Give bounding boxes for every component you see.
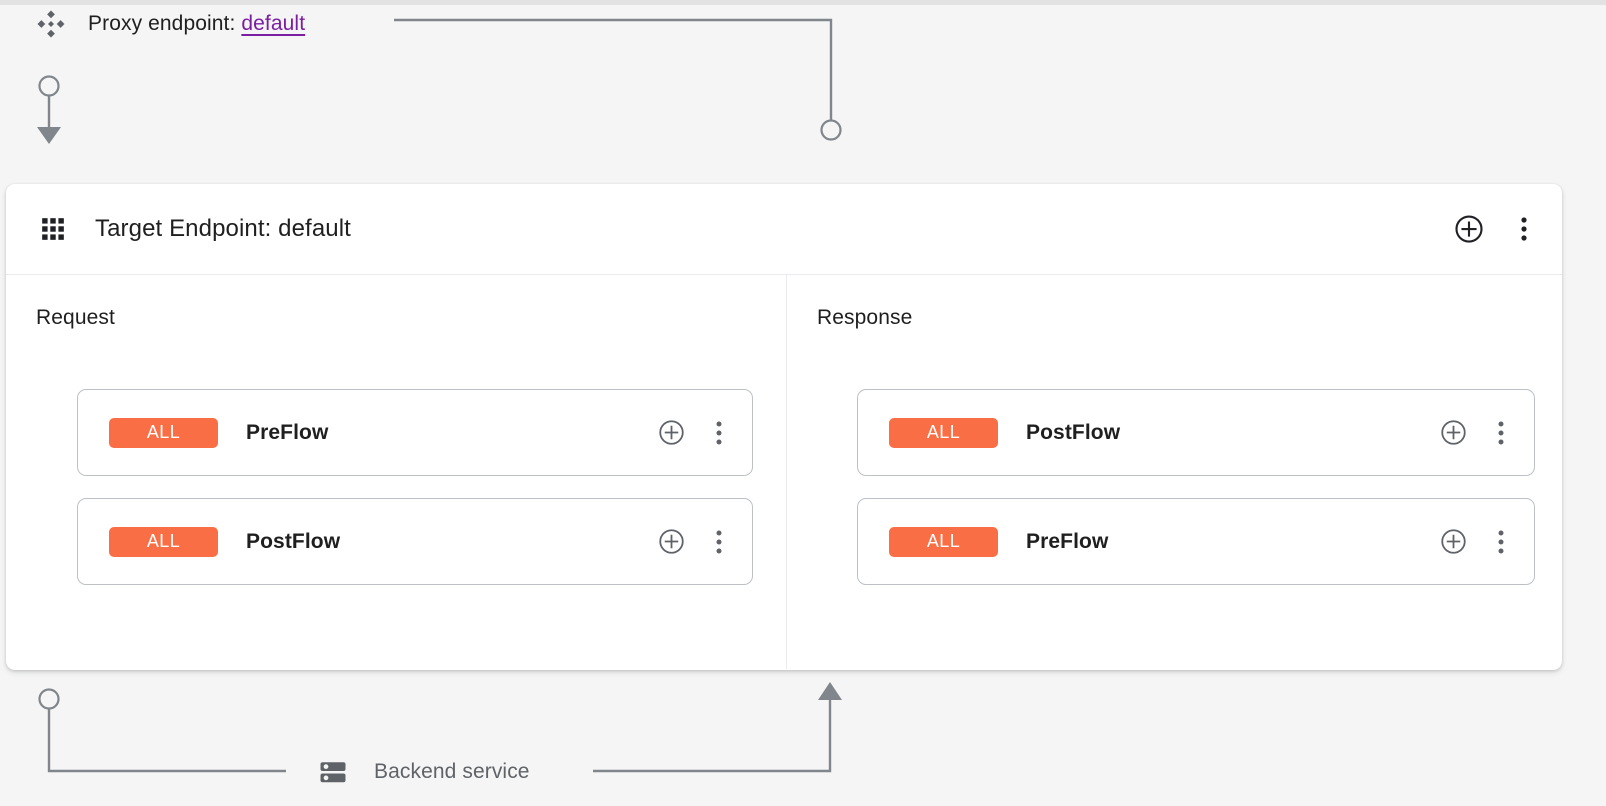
connector-arrow-up-backend [818, 682, 842, 700]
hub-diamond-icon [36, 9, 66, 39]
response-column-title: Response [817, 306, 913, 329]
more-vert-icon[interactable] [1490, 528, 1512, 556]
apps-grid-icon [40, 216, 66, 242]
flow-card-actions [658, 419, 730, 447]
more-vert-icon[interactable] [708, 528, 730, 556]
flow-name: PostFlow [246, 529, 341, 553]
connector-node-proxy-out [38, 75, 60, 97]
more-vert-icon[interactable] [1490, 419, 1512, 447]
status-badge: ALL [889, 526, 998, 557]
add-circle-icon[interactable] [658, 419, 685, 446]
request-column-title: Request [36, 306, 115, 329]
flow-name: PreFlow [1026, 529, 1109, 553]
flow-name: PreFlow [246, 420, 329, 444]
status-badge: ALL [889, 417, 998, 448]
flow-card-actions [1440, 419, 1512, 447]
proxy-endpoint-row: Proxy endpoint: default [36, 6, 305, 42]
backend-service-row[interactable]: Backend service [318, 752, 530, 792]
target-endpoint-panel: Target Endpoint: default [6, 184, 1562, 670]
connector-node-target-out [38, 688, 60, 710]
target-endpoint-header: Target Endpoint: default [6, 184, 1562, 275]
flow-card-request-postflow[interactable]: ALL PostFlow [77, 498, 753, 585]
add-circle-icon[interactable] [1454, 214, 1484, 244]
flow-card-response-postflow[interactable]: ALL PostFlow [857, 389, 1535, 476]
add-circle-icon[interactable] [658, 528, 685, 555]
server-rack-icon [318, 757, 348, 787]
proxy-endpoint-link[interactable]: default [241, 12, 306, 35]
connector-arrow-down-proxy [37, 127, 61, 144]
flow-name: PostFlow [1026, 420, 1121, 444]
flow-card-response-preflow[interactable]: ALL PreFlow [857, 498, 1535, 585]
response-column: Response ALL PostFlow [786, 275, 1562, 669]
target-endpoint-header-actions [1454, 214, 1536, 244]
request-column: Request ALL PreFlow [6, 275, 786, 669]
connector-backend-to-target [593, 700, 832, 773]
response-flow-list: ALL PostFlow [857, 389, 1535, 585]
connector-node-target-in [820, 119, 842, 141]
top-divider-strip [0, 0, 1606, 5]
flow-card-actions [658, 528, 730, 556]
flow-columns: Request ALL PreFlow [6, 275, 1562, 669]
add-circle-icon[interactable] [1440, 528, 1467, 555]
connector-target-to-backend [47, 709, 286, 773]
flow-card-request-preflow[interactable]: ALL PreFlow [77, 389, 753, 476]
add-circle-icon[interactable] [1440, 419, 1467, 446]
status-badge: ALL [109, 417, 218, 448]
request-flow-list: ALL PreFlow [77, 389, 753, 585]
proxy-endpoint-label-prefix: Proxy endpoint: [88, 12, 236, 35]
more-vert-icon[interactable] [708, 419, 730, 447]
status-badge: ALL [109, 526, 218, 557]
flow-card-actions [1440, 528, 1512, 556]
page-title: Target Endpoint: default [95, 215, 351, 242]
connector-proxy-to-target [394, 18, 833, 121]
proxy-endpoint-label: Proxy endpoint: default [88, 12, 305, 36]
more-vert-icon[interactable] [1512, 214, 1536, 244]
backend-service-label: Backend service [374, 760, 530, 783]
